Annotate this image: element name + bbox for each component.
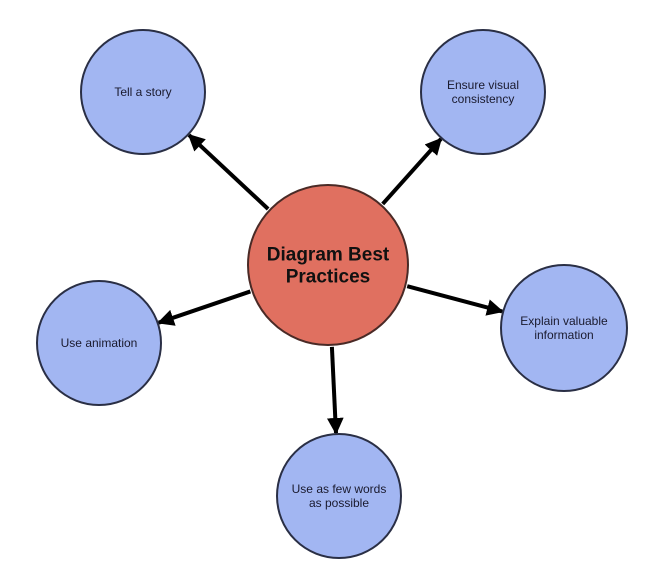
- node-label-line: consistency: [452, 92, 515, 106]
- node-label-line: Ensure visual: [447, 78, 519, 92]
- arrow-to-ensure-visual-consistency: [381, 137, 443, 206]
- node-circle: [500, 264, 628, 392]
- arrow-to-explain-valuable-information: [406, 284, 504, 316]
- edges: [157, 133, 504, 435]
- node-label-line: Use as few words: [292, 482, 387, 496]
- node-circle: [276, 433, 402, 559]
- node-circle: [36, 280, 162, 406]
- arrow-to-use-as-few-words: [326, 346, 344, 435]
- node-label-line: information: [534, 328, 593, 342]
- central-label-line: Practices: [286, 267, 371, 288]
- central-circle: [247, 184, 409, 346]
- node-label-line: Tell a story: [114, 85, 171, 99]
- node-use-animation[interactable]: Use animation: [36, 280, 162, 406]
- node-label-line: Explain valuable: [520, 314, 608, 328]
- node-label-line: as possible: [309, 496, 369, 510]
- node-circle: [420, 29, 546, 155]
- arrow-to-tell-a-story: [187, 133, 270, 211]
- arrow-to-use-animation: [157, 289, 252, 326]
- central-label-line: Diagram Best: [267, 245, 390, 266]
- node-circle: [80, 29, 206, 155]
- node-tell-a-story[interactable]: Tell a story: [80, 29, 206, 155]
- node-label-line: Use animation: [61, 336, 138, 350]
